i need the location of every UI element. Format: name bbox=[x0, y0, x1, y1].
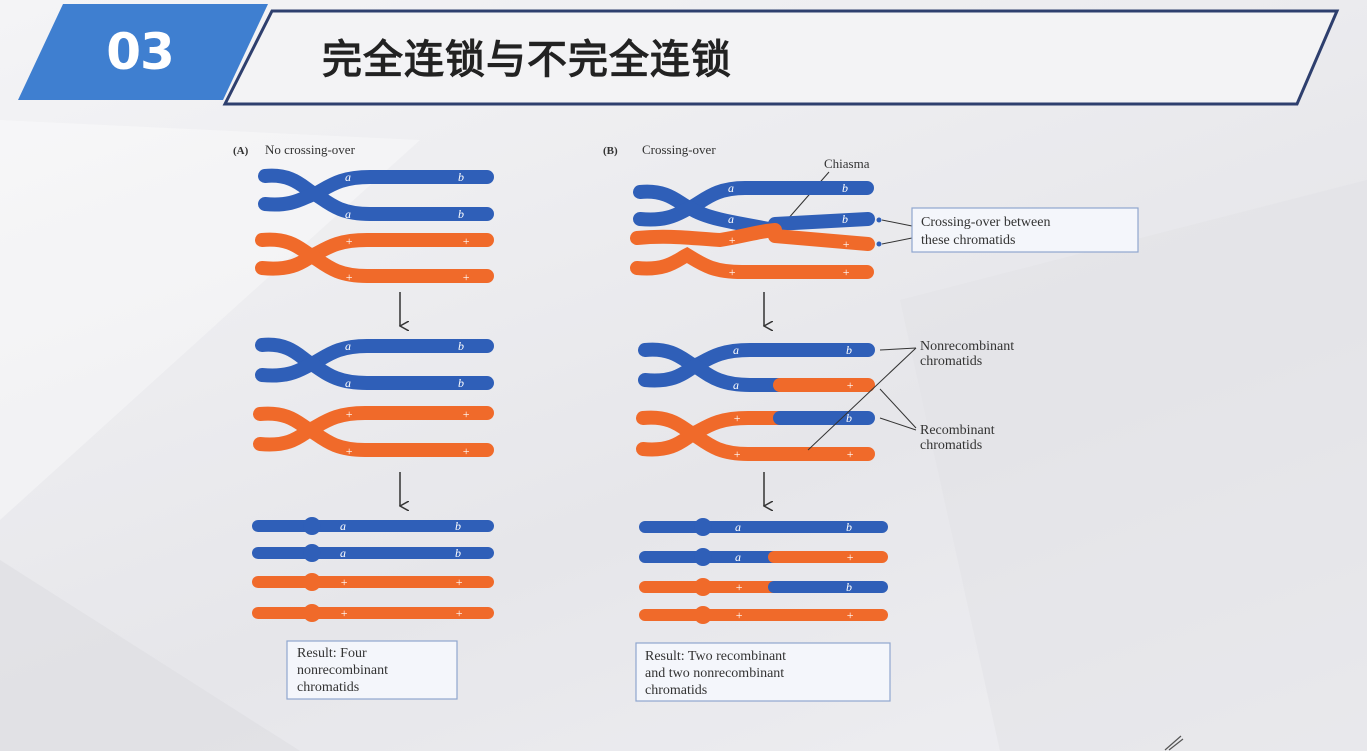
nonrecombinant-label: chromatids bbox=[920, 354, 982, 369]
panel-b-crossing-pair bbox=[630, 181, 875, 279]
allele-plus: + bbox=[340, 575, 348, 589]
callout-lines bbox=[807, 347, 917, 451]
pen-cursor-icon bbox=[1164, 735, 1184, 751]
pointer-dot bbox=[876, 241, 882, 247]
allele-a: a bbox=[728, 181, 734, 195]
allele-plus: + bbox=[462, 444, 470, 458]
section-number: 03 bbox=[106, 23, 175, 81]
recombinant-label: Recombinant bbox=[920, 423, 995, 438]
allele-plus: + bbox=[462, 270, 470, 284]
title-frame bbox=[222, 9, 1340, 106]
nonrecombinant-label: Nonrecombinant bbox=[920, 339, 1014, 354]
panel-b-result-box bbox=[635, 642, 891, 702]
panel-b-title: Crossing-over bbox=[642, 142, 716, 157]
panel-a-label: (A) bbox=[233, 145, 249, 157]
allele-plus: + bbox=[846, 608, 854, 622]
allele-plus: + bbox=[846, 550, 854, 564]
allele-b: b bbox=[458, 376, 464, 390]
panel-a-blue-pair-1 bbox=[258, 168, 494, 221]
allele-b: b bbox=[842, 212, 848, 226]
recombinant-label: chromatids bbox=[920, 438, 982, 453]
panel-a-result-line: Result: Four bbox=[297, 646, 367, 661]
allele-a: a bbox=[345, 207, 351, 221]
allele-a: a bbox=[728, 212, 734, 226]
allele-a: a bbox=[345, 170, 351, 184]
crossing-note-line: Crossing-over between bbox=[921, 215, 1050, 230]
allele-a: a bbox=[735, 520, 741, 534]
chiasma-label: Chiasma bbox=[824, 156, 870, 171]
allele-a: a bbox=[345, 376, 351, 390]
allele-b: b bbox=[458, 207, 464, 221]
panel-a-result-line: chromatids bbox=[297, 680, 359, 695]
allele-plus: + bbox=[735, 580, 743, 594]
panel-b-result-line: Result: Two recombinant bbox=[645, 649, 786, 664]
panel-b-after-crossing bbox=[636, 342, 875, 461]
allele-plus: + bbox=[846, 378, 854, 392]
allele-plus: + bbox=[733, 411, 741, 425]
allele-b: b bbox=[846, 411, 852, 425]
allele-a: a bbox=[733, 378, 739, 392]
panel-b-separated-chromatids bbox=[639, 518, 888, 624]
crossing-note-box bbox=[911, 207, 1139, 253]
crossing-note-line: these chromatids bbox=[921, 233, 1015, 248]
allele-plus: + bbox=[340, 606, 348, 620]
allele-plus: + bbox=[345, 234, 353, 248]
allele-plus: + bbox=[735, 608, 743, 622]
allele-a: a bbox=[735, 550, 741, 564]
allele-plus: + bbox=[462, 407, 470, 421]
panel-a-result-line: nonrecombinant bbox=[297, 663, 388, 678]
allele-b: b bbox=[846, 580, 852, 594]
note-pointer bbox=[881, 219, 913, 227]
panel-a-title: No crossing-over bbox=[265, 142, 356, 157]
allele-a: a bbox=[340, 546, 346, 560]
panel-a-blue-pair-2 bbox=[255, 337, 494, 390]
allele-plus: + bbox=[345, 444, 353, 458]
allele-plus: + bbox=[462, 234, 470, 248]
allele-a: a bbox=[340, 519, 346, 533]
allele-plus: + bbox=[728, 233, 736, 247]
allele-plus: + bbox=[728, 265, 736, 279]
allele-b: b bbox=[455, 519, 461, 533]
panel-b-label: (B) bbox=[603, 145, 618, 157]
allele-plus: + bbox=[733, 447, 741, 461]
section-number-badge bbox=[18, 4, 268, 100]
allele-plus: + bbox=[345, 270, 353, 284]
pointer-dot bbox=[876, 217, 882, 223]
panel-a-separated-chromatids bbox=[252, 517, 494, 622]
allele-b: b bbox=[458, 339, 464, 353]
allele-b: b bbox=[846, 343, 852, 357]
allele-a: a bbox=[733, 343, 739, 357]
allele-plus: + bbox=[345, 407, 353, 421]
panel-b-result-line: and two nonrecombinant bbox=[645, 666, 784, 681]
allele-plus: + bbox=[846, 447, 854, 461]
allele-b: b bbox=[846, 520, 852, 534]
allele-b: b bbox=[458, 170, 464, 184]
note-pointer bbox=[881, 237, 913, 245]
allele-a: a bbox=[345, 339, 351, 353]
page-title: 完全连锁与不完全连锁 bbox=[322, 37, 732, 83]
allele-b: b bbox=[455, 546, 461, 560]
panel-a-result-box bbox=[286, 640, 458, 700]
allele-plus: + bbox=[455, 606, 463, 620]
panel-a-orange-pair-1 bbox=[255, 232, 494, 283]
allele-plus: + bbox=[842, 265, 850, 279]
allele-b: b bbox=[842, 181, 848, 195]
panel-a-orange-pair-2 bbox=[253, 406, 494, 457]
allele-plus: + bbox=[842, 237, 850, 251]
panel-b-result-line: chromatids bbox=[645, 683, 707, 698]
allele-plus: + bbox=[455, 575, 463, 589]
